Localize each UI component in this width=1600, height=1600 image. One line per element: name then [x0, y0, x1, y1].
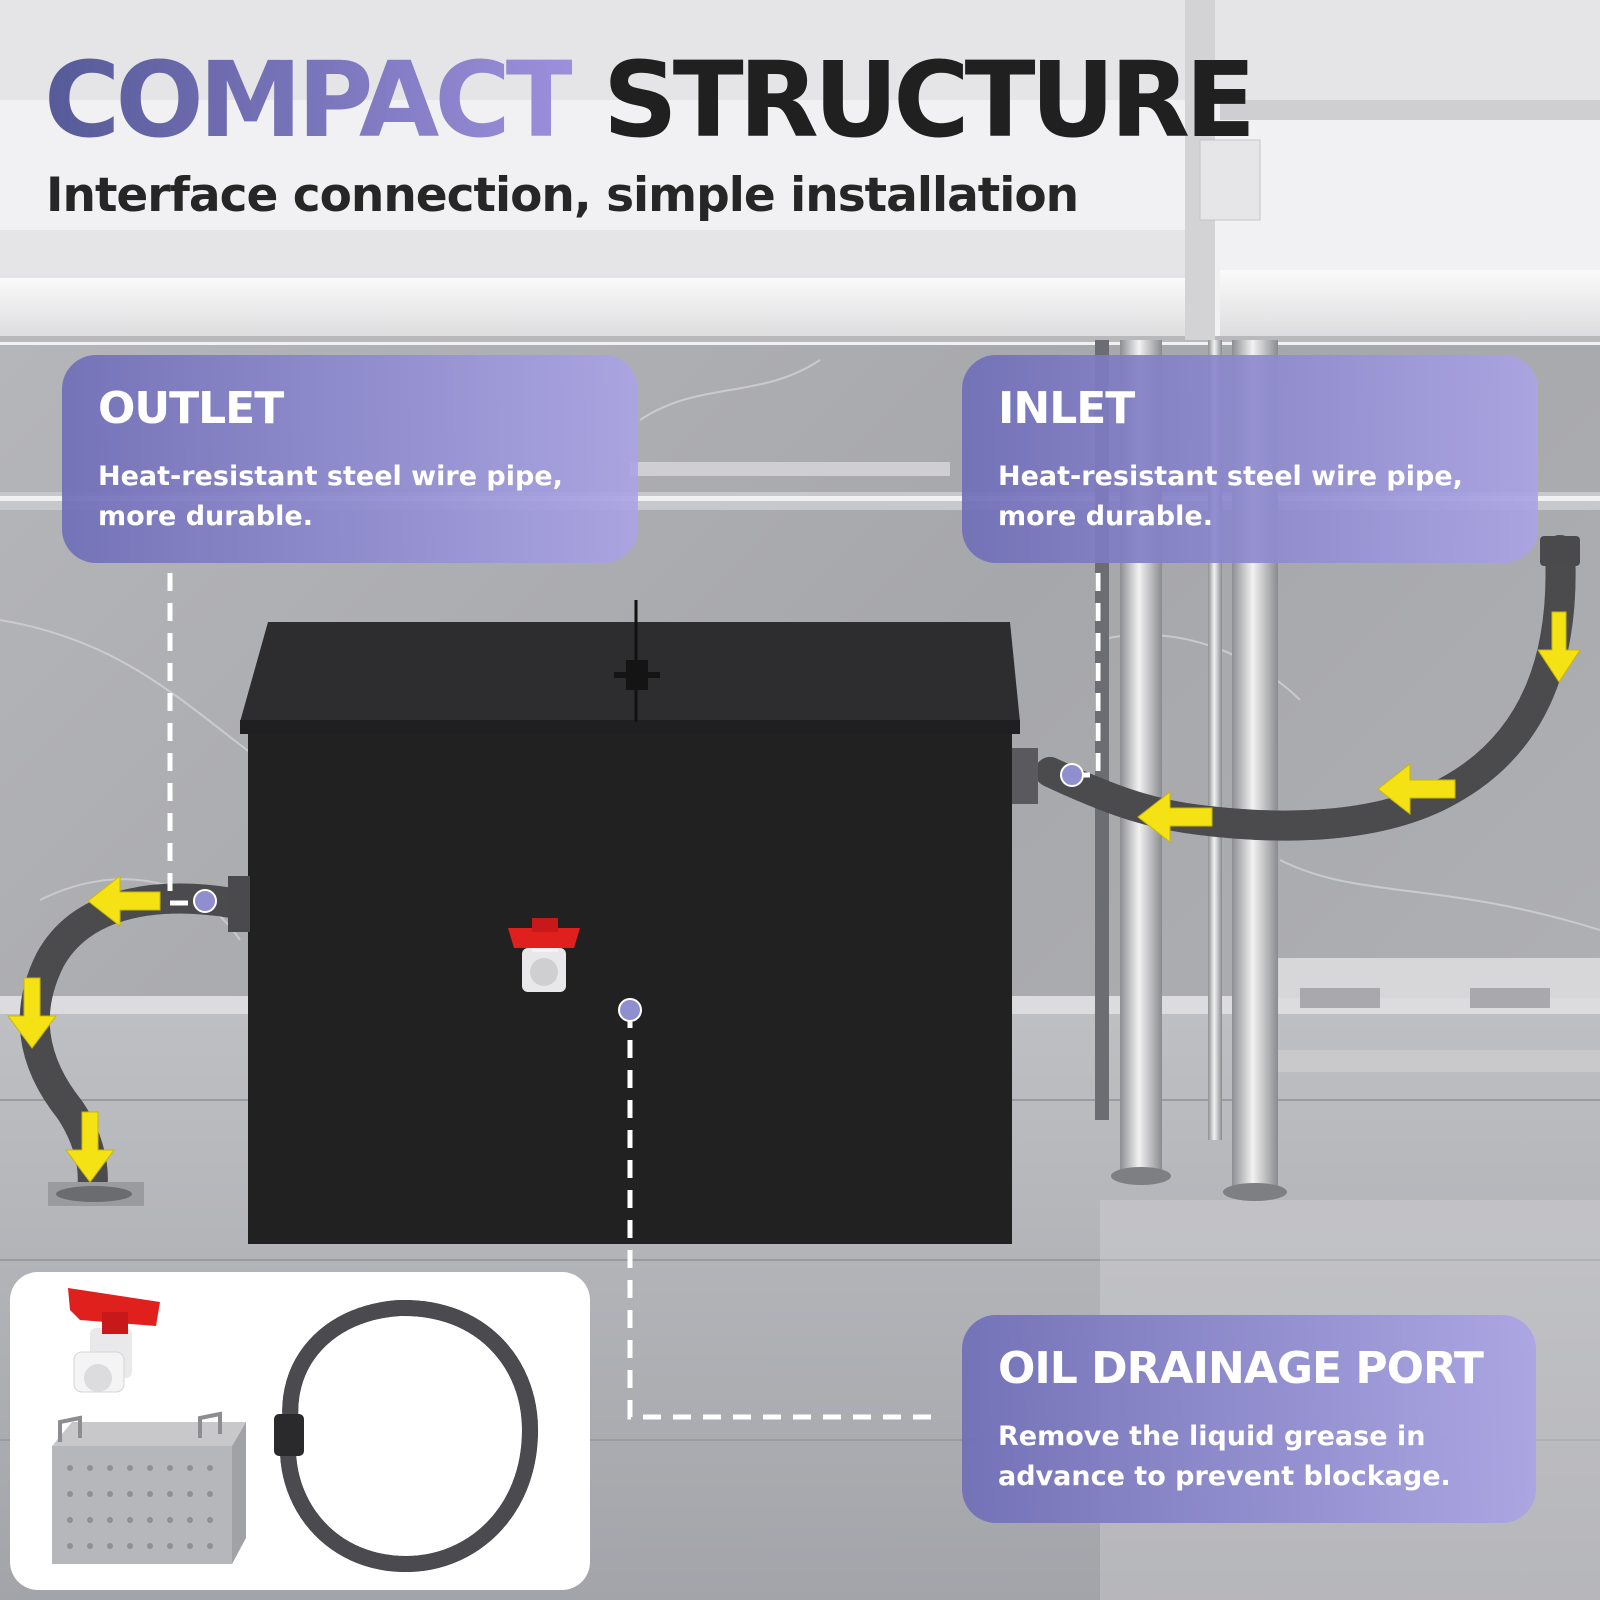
drain-text-line1: Remove the liquid grease in — [998, 1421, 1426, 1452]
floor-drain — [48, 1182, 144, 1206]
filter-basket-icon — [52, 1411, 246, 1564]
callout-dot — [193, 763, 1084, 1022]
inlet-hose — [1035, 535, 1576, 841]
subheadline: Interface connection, simple installatio… — [46, 168, 1079, 223]
outlet-title: OUTLET — [98, 383, 284, 434]
inlet-text-line1: Heat-resistant steel wire pipe, — [998, 461, 1463, 492]
outlet-callout: OUTLET Heat-resistant steel wire pipe, m… — [62, 355, 638, 563]
valve-accessory-icon — [68, 1288, 160, 1393]
inlet-title: INLET — [998, 383, 1135, 434]
accessories-inset — [10, 1272, 590, 1590]
drain-text-line2: advance to prevent blockage. — [998, 1461, 1451, 1492]
accessories-illustration — [52, 1288, 539, 1573]
outlet-text-line1: Heat-resistant steel wire pipe, — [98, 461, 563, 492]
oil-drainage-callout: OIL DRAINAGE PORT Remove the liquid grea… — [962, 1315, 1536, 1523]
headline-word-compact: COMPACT — [44, 39, 577, 161]
drain-hose-icon — [274, 1299, 539, 1573]
flow-arrow — [7, 611, 1581, 1183]
drain-title: OIL DRAINAGE PORT — [998, 1343, 1484, 1394]
outlet-text-line2: more durable. — [98, 501, 313, 532]
grease-trap-box — [240, 600, 1020, 1244]
headline-word-structure: STRUCTURE — [602, 39, 1256, 161]
ball-valve — [508, 918, 580, 992]
inlet-callout: INLET Heat-resistant steel wire pipe, mo… — [962, 355, 1538, 563]
inlet-text-line2: more durable. — [998, 501, 1213, 532]
headline: COMPACT STRUCTURE — [44, 39, 1256, 161]
